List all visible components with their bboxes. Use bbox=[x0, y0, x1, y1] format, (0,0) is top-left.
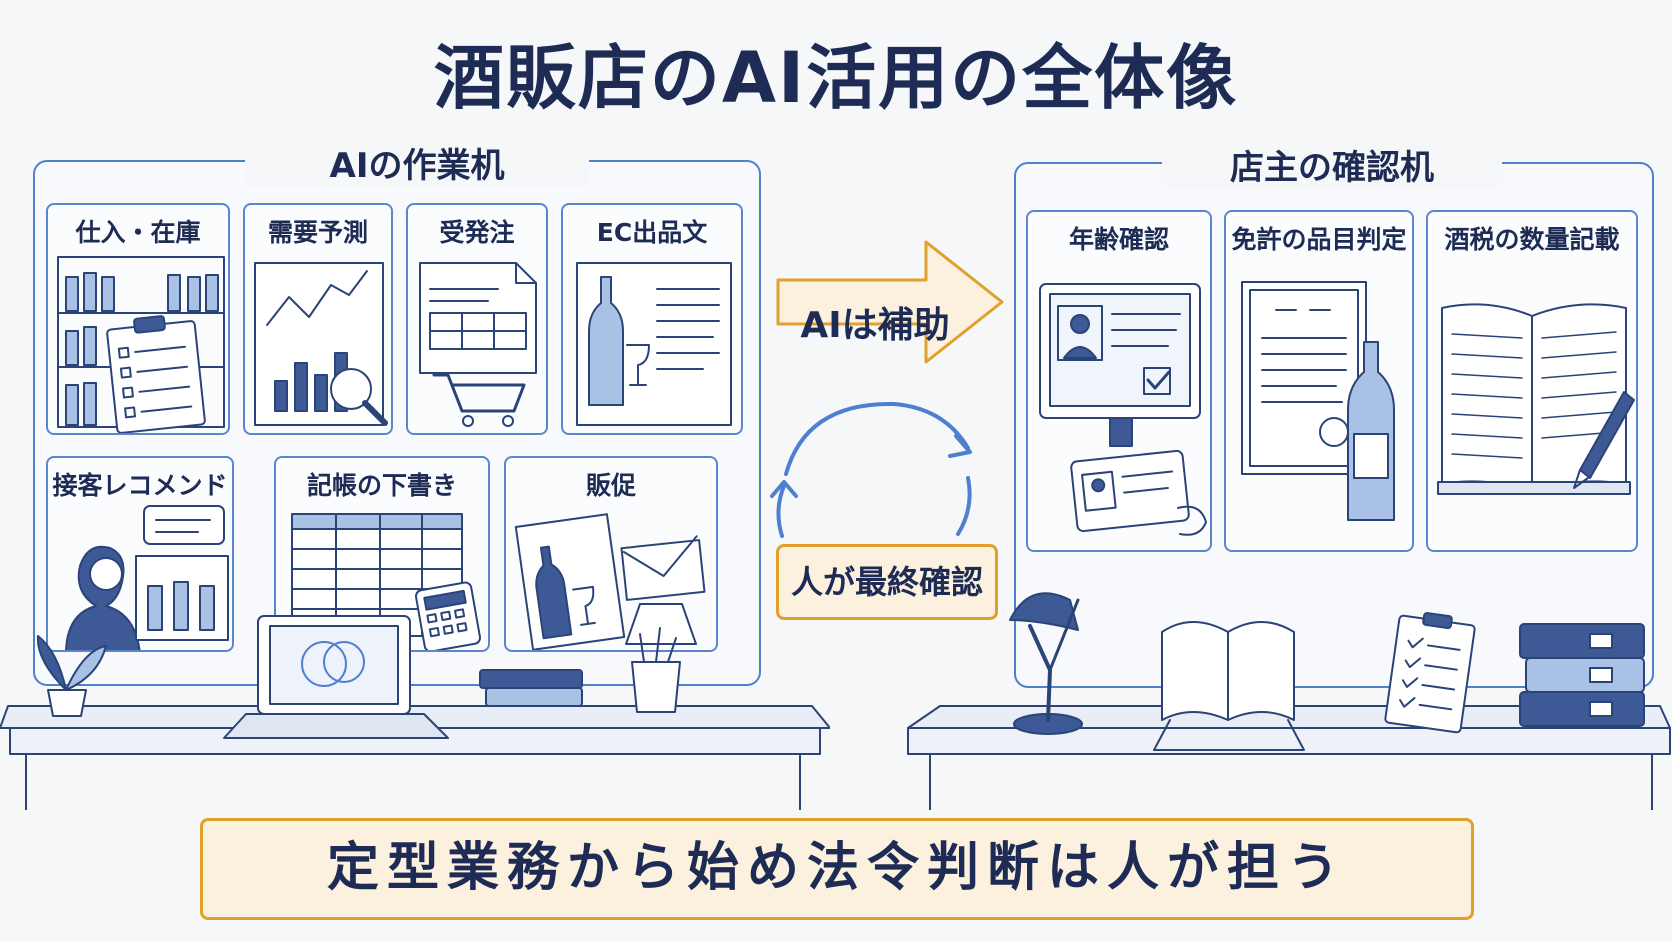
ai-desk-label: AIの作業机 bbox=[245, 138, 589, 187]
card-label: 需要予測 bbox=[267, 218, 368, 247]
laptop-brain-icon bbox=[223, 615, 449, 739]
card-label: 酒税の数量記載 bbox=[1444, 225, 1620, 254]
order-sheet-cart-icon bbox=[419, 262, 537, 427]
card-label: 記帳の下書き bbox=[306, 471, 457, 500]
card-promotion[interactable]: 販促 bbox=[504, 456, 718, 652]
bottom-banner: 定型業務から始め法令判断は人が担う bbox=[200, 818, 1474, 920]
binder-stack-icon bbox=[1519, 623, 1645, 727]
monitor-id-card-icon bbox=[1039, 283, 1207, 536]
owner-desk-label: 店主の確認机 bbox=[1162, 140, 1502, 189]
card-customer-recommend[interactable]: 接客レコメンド bbox=[46, 456, 234, 652]
pen-cup-icon bbox=[631, 627, 681, 713]
shelf-clipboard-icon bbox=[57, 256, 225, 433]
card-demand-forecast[interactable]: 需要予測 bbox=[243, 203, 393, 435]
license-certificate-bottle-icon bbox=[1241, 281, 1395, 521]
staff-recommend-icon bbox=[65, 505, 229, 650]
review-loop-arrows bbox=[770, 401, 972, 538]
open-book-stand-icon bbox=[1153, 621, 1305, 751]
bottle-document-icon bbox=[576, 262, 732, 426]
card-label: 接客レコメンド bbox=[52, 471, 228, 500]
card-ordering[interactable]: 受発注 bbox=[406, 203, 548, 435]
human-final-check-callout: 人が最終確認 bbox=[776, 544, 998, 620]
card-label: EC出品文 bbox=[596, 218, 708, 247]
card-ec-listing[interactable]: EC出品文 bbox=[561, 203, 743, 435]
plant-icon bbox=[36, 635, 107, 717]
poster-envelope-icon bbox=[514, 513, 706, 650]
ai-assist-arrow bbox=[776, 240, 1004, 364]
ai-desk-scene bbox=[0, 615, 830, 810]
card-age-verification[interactable]: 年齢確認 bbox=[1026, 210, 1212, 552]
chart-magnifier-icon bbox=[254, 262, 388, 426]
card-label: 免許の品目判定 bbox=[1231, 225, 1407, 254]
card-purchasing-inventory[interactable]: 仕入・在庫 bbox=[46, 203, 230, 435]
card-license-category[interactable]: 免許の品目判定 bbox=[1224, 210, 1414, 552]
page-title: 酒販店のAI活用の全体像 bbox=[433, 37, 1239, 119]
book-stack-icon bbox=[479, 669, 583, 707]
ledger-book-pen-icon bbox=[1437, 303, 1635, 495]
checklist-clipboard-icon bbox=[1384, 612, 1476, 734]
card-label: 年齢確認 bbox=[1068, 225, 1169, 254]
owner-desk-scene bbox=[907, 592, 1671, 810]
card-liquor-tax-quantity[interactable]: 酒税の数量記載 bbox=[1426, 210, 1638, 552]
card-label: 仕入・在庫 bbox=[75, 218, 201, 247]
card-label: 受発注 bbox=[439, 218, 515, 247]
card-label: 販促 bbox=[585, 471, 636, 500]
ai-assist-label: AIは補助 bbox=[800, 305, 950, 346]
desk-lamp-icon bbox=[1009, 592, 1083, 735]
